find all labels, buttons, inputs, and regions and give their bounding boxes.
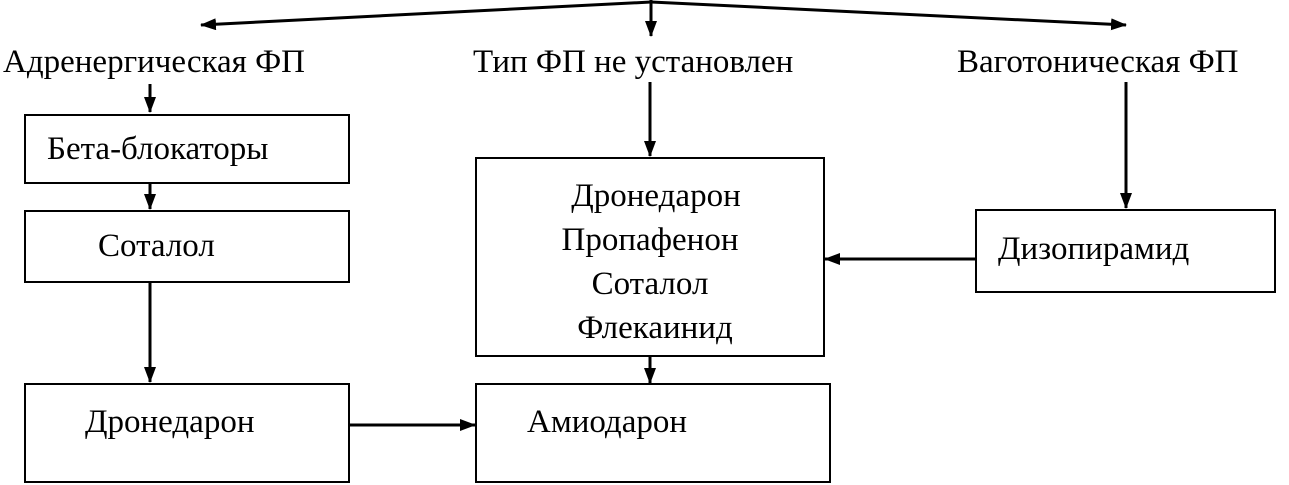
box-beta-blockers: Бета-блокаторы <box>24 114 350 184</box>
box-amiodarone-label: Амиодарон <box>527 404 688 440</box>
central-drugs-list: Дронедарон Пропафенон Соталол Флекаинид <box>477 174 823 350</box>
box-central-drugs: Дронедарон Пропафенон Соталол Флекаинид <box>475 157 825 357</box>
arrow-to-vagotonic <box>650 0 1127 31</box>
box-dronedarone-left: Дронедарон <box>24 383 350 483</box>
central-drug-item: Соталол <box>591 266 709 302</box>
box-disopyramide: Дизопирамид <box>975 209 1276 293</box>
central-drug-item: Дронедарон <box>571 178 741 214</box>
box-dronedarone-left-label: Дронедарон <box>85 404 255 440</box>
box-sotalol-label: Соталол <box>98 228 215 264</box>
branch-label-undetermined: Тип ФП не установлен <box>473 44 794 80</box>
branch-label-vagotonic: Ваготоническая ФП <box>957 44 1239 80</box>
central-drug-item: Флекаинид <box>577 310 733 346</box>
box-disopyramide-label: Дизопирамид <box>998 231 1190 267</box>
box-beta-blockers-label: Бета-блокаторы <box>47 131 269 167</box>
box-amiodarone: Амиодарон <box>475 383 831 483</box>
branch-label-adrenergic: Адренергическая ФП <box>3 44 305 80</box>
central-drug-item: Пропафенон <box>561 222 739 258</box>
box-sotalol: Соталол <box>24 210 350 283</box>
arrow-to-adrenergic <box>200 0 652 31</box>
